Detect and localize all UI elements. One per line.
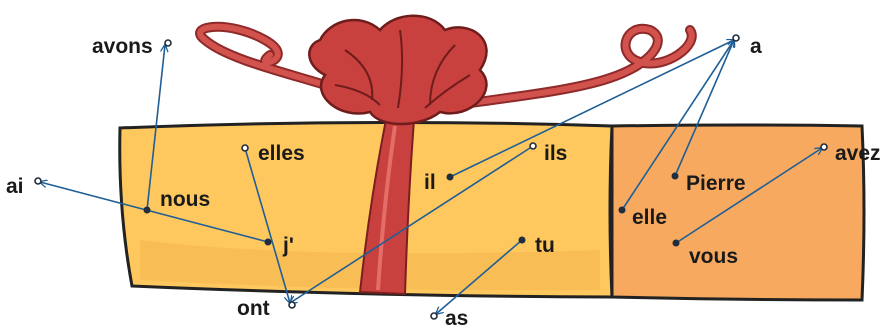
- label-elles: elles: [258, 142, 305, 165]
- subject-dots: [143, 172, 680, 247]
- label-avons: avons: [92, 35, 153, 58]
- dot-as: [430, 312, 438, 320]
- ribbon-vertical: [358, 119, 416, 296]
- label-as: as: [445, 307, 469, 330]
- dot-avons: [164, 39, 172, 47]
- dot-ont: [288, 301, 296, 309]
- ribbon-vertical-light: [376, 125, 397, 291]
- label-j: j': [283, 234, 294, 257]
- bow-center: [308, 14, 488, 126]
- arrow-elles-ont: [244, 147, 290, 303]
- arrow-vous-avez: [675, 148, 822, 244]
- box-edge: [608, 125, 614, 298]
- arrow-pierre-a: [674, 40, 734, 177]
- label-ont: ont: [237, 297, 270, 320]
- label-a: a: [750, 35, 762, 58]
- endpoint-dots: [34, 34, 828, 320]
- bow-center-folds: [334, 29, 471, 109]
- label-ai: ai: [6, 175, 24, 198]
- dot-nous: [143, 206, 151, 214]
- arrow-ils-ont: [290, 145, 534, 303]
- dot-avez: [820, 143, 828, 151]
- arrow-tu-as: [436, 239, 523, 314]
- label-avez: avez: [835, 142, 881, 165]
- dot-a: [732, 34, 740, 42]
- dot-ai: [34, 177, 42, 185]
- label-pierre: Pierre: [686, 172, 746, 195]
- dot-elles: [241, 144, 249, 152]
- label-ils: ils: [544, 142, 568, 165]
- dot-tu: [518, 236, 526, 244]
- label-il: il: [424, 171, 436, 194]
- dot-il: [446, 173, 454, 181]
- dot-pierre: [671, 172, 679, 180]
- label-elle: elle: [632, 206, 668, 229]
- arrow-elle-a: [621, 40, 734, 211]
- dot-ils: [529, 142, 537, 150]
- bow-right-loop-inner: [417, 25, 695, 115]
- dot-j: [264, 238, 272, 246]
- arrow-nous-avons: [146, 45, 165, 211]
- arrow-group: [40, 40, 822, 314]
- label-vous: vous: [689, 245, 739, 268]
- box-front-right: [610, 123, 866, 302]
- dot-elle: [618, 206, 626, 214]
- arrow-il-a: [449, 40, 734, 178]
- arrow-j-ai: [40, 182, 269, 243]
- label-tu: tu: [535, 234, 555, 257]
- dot-vous: [672, 239, 680, 247]
- label-nous: nous: [160, 188, 211, 211]
